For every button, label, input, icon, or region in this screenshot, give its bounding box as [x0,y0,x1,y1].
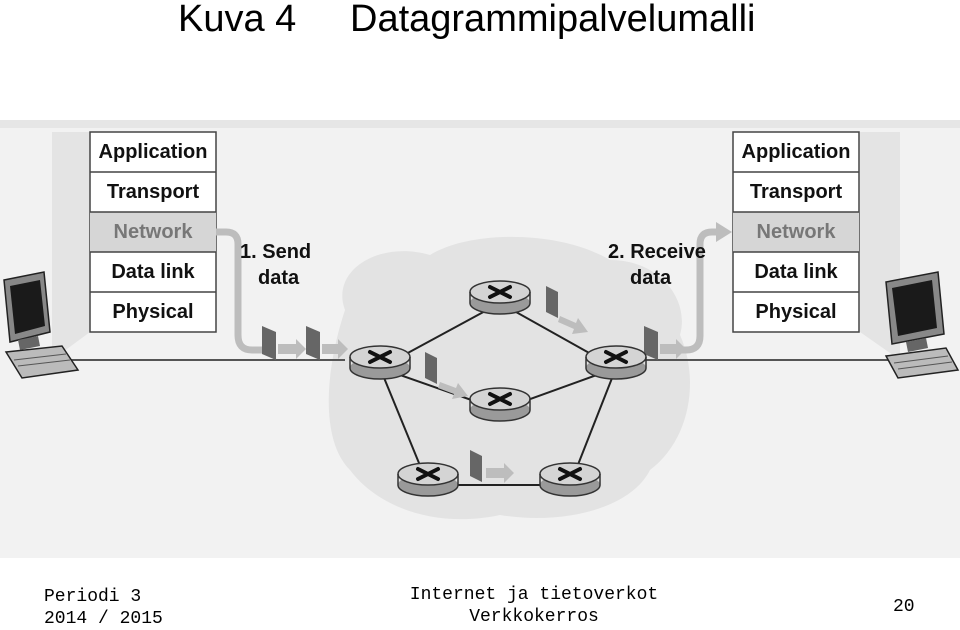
left-layer-application: Application [99,141,208,163]
datagram-network-diagram: Application Transport Network Data link … [0,120,960,558]
left-layer-physical: Physical [112,301,193,323]
right-layer-physical: Physical [755,301,836,323]
send-path [216,228,348,360]
right-layer-transport: Transport [750,181,843,203]
router-bottom-right [539,462,601,497]
page-title: Datagrammipalvelumalli [350,0,756,40]
footer-period-line1: Periodi 3 [44,587,142,607]
left-packet-1 [262,326,276,360]
left-packet-2 [306,326,320,360]
right-protocol-stack: Application Transport Network Data link … [732,131,860,333]
right-computer-icon [884,271,960,379]
left-layer-data-link: Data link [111,261,195,283]
network-packets [425,286,588,483]
left-arrow-2 [322,339,348,359]
network-cloud [328,236,690,520]
footer-period-line2: 2014 / 2015 [44,609,163,629]
right-layer-data-link: Data link [754,261,838,283]
right-layer-network: Network [757,221,837,243]
footer-course: Internet ja tietoverkot Verkkokerros [403,584,665,628]
left-layer-network: Network [114,221,194,243]
router-center [469,387,531,422]
send-label-line1: 1. Send [240,241,311,263]
send-label-line2: data [258,267,300,289]
left-layer-transport: Transport [107,181,200,203]
receive-arrow-head [716,222,732,242]
left-protocol-stack: Application Transport Network Data link … [89,131,217,333]
receive-label-line2: data [630,267,672,289]
page-number: 20 [893,597,915,617]
left-computer-icon [3,271,80,379]
footer-period: Periodi 3 2014 / 2015 [44,586,163,630]
left-arrow-1 [278,339,306,359]
router-top [469,280,531,315]
receive-label-line1: 2. Receive [608,241,706,263]
router-bottom-left [397,462,459,497]
right-arrow [660,339,686,359]
receive-path [644,222,732,360]
right-packet [644,326,658,360]
router-left [349,345,411,380]
footer-course-line2: Verkkokerros [469,607,599,627]
right-layer-application: Application [742,141,851,163]
router-right [585,345,647,380]
left-wall [52,132,90,360]
footer-course-line1: Internet ja tietoverkot [409,585,659,605]
figure-label: Kuva 4 [178,0,297,40]
